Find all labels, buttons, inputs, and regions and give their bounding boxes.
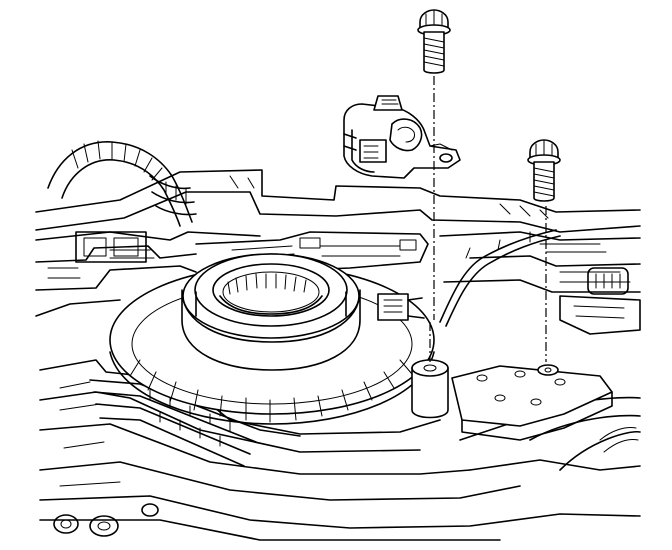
wiring-harness-left <box>47 140 197 227</box>
ring-gear-assembly <box>109 253 435 425</box>
sensor <box>343 95 461 179</box>
sensor-wire <box>439 229 561 327</box>
transmission-housing <box>35 169 641 541</box>
sensor-mounting-boss <box>411 359 613 441</box>
bolt-left <box>417 9 451 74</box>
bolt-right <box>527 139 561 202</box>
